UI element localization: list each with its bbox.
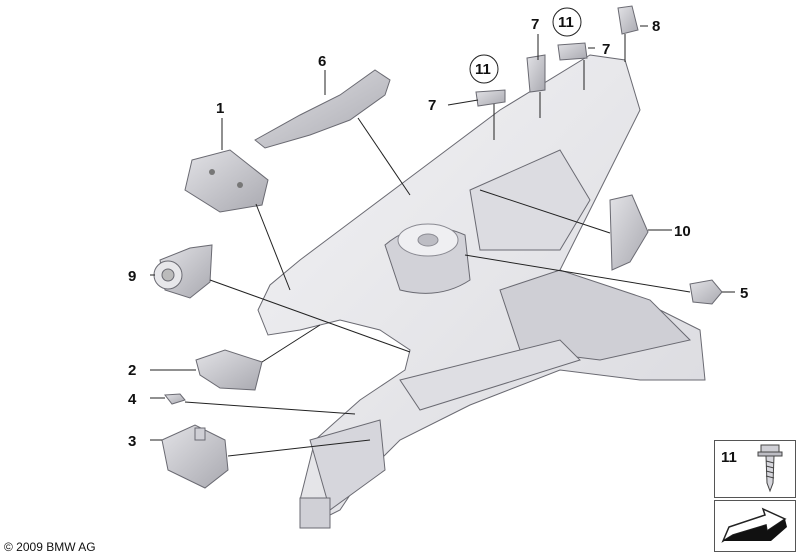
part-4-clip bbox=[164, 393, 186, 405]
screw-icon bbox=[757, 444, 783, 493]
callout-4: 4 bbox=[128, 391, 137, 408]
callout-8: 8 bbox=[652, 18, 660, 35]
part-7-bracket-right bbox=[557, 42, 588, 61]
front-structure-body bbox=[257, 54, 706, 529]
next-page-button[interactable] bbox=[714, 500, 796, 552]
callout-3: 3 bbox=[128, 433, 136, 450]
callout-7-top: 7 bbox=[531, 16, 539, 33]
part-7-bracket-top bbox=[526, 54, 546, 93]
callout-11-ring-left bbox=[469, 54, 499, 84]
part-5-clip bbox=[689, 279, 723, 305]
callout-10: 10 bbox=[674, 223, 691, 240]
part-9-bracket bbox=[153, 244, 213, 299]
leader-lines bbox=[150, 25, 735, 457]
callout-7-left: 7 bbox=[428, 97, 436, 114]
part-3-bracket bbox=[161, 424, 229, 489]
part-2-bracket bbox=[195, 349, 263, 391]
callout-5: 5 bbox=[740, 285, 748, 302]
callout-2: 2 bbox=[128, 362, 136, 379]
part-1-bracket bbox=[184, 149, 269, 213]
callout-7-right: 7 bbox=[602, 41, 610, 58]
next-page-arrow-icon bbox=[721, 507, 787, 543]
part-7-bracket-left bbox=[475, 89, 506, 107]
callout-1: 1 bbox=[216, 100, 224, 117]
part-8-bracket bbox=[617, 5, 639, 35]
callout-6: 6 bbox=[318, 53, 326, 70]
callout-labels: 1 2 3 4 5 6 7 7 7 8 9 10 11 11 bbox=[128, 7, 748, 450]
part-6-bracket bbox=[254, 69, 391, 149]
legend-number: 11 bbox=[721, 449, 737, 466]
fastener-legend: 11 bbox=[714, 440, 796, 498]
callout-11-left: 11 bbox=[475, 61, 491, 78]
callout-11-right: 11 bbox=[558, 14, 574, 31]
copyright-notice: © 2009 BMW AG bbox=[4, 540, 96, 554]
callout-11-ring-right bbox=[552, 7, 582, 37]
callout-9: 9 bbox=[128, 268, 136, 285]
part-10-bracket bbox=[609, 194, 649, 271]
